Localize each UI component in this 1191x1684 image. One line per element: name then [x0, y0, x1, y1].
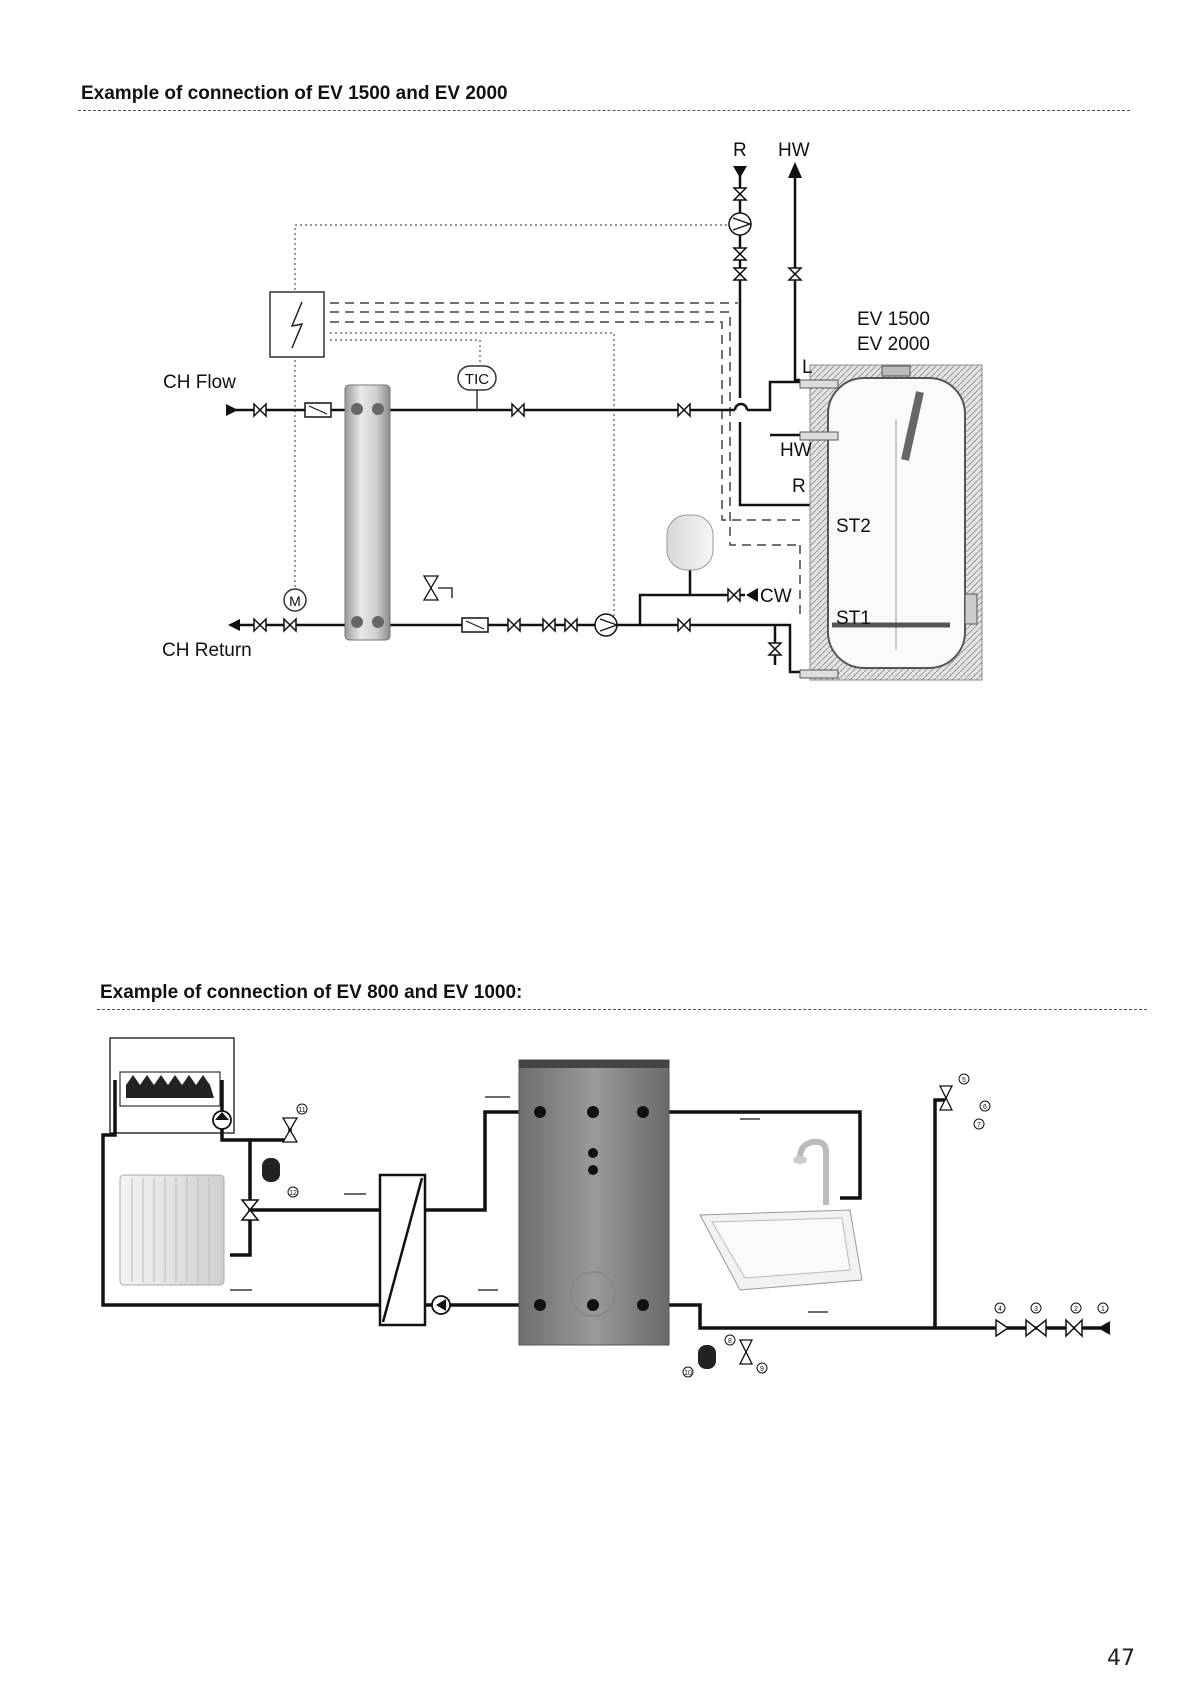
plate-heat-exchanger	[344, 384, 391, 641]
safety-valves	[281, 1085, 954, 1365]
svg-text:1: 1	[1101, 1306, 1105, 1313]
tank-model-1-label: EV 1500	[857, 309, 930, 330]
st1-label: ST1	[836, 608, 871, 629]
cw-label: CW	[760, 586, 792, 607]
expansion-vessel	[666, 514, 714, 571]
hw-side-label: HW	[780, 440, 812, 461]
svg-text:8: 8	[728, 1338, 732, 1345]
primary-pump-icon	[594, 613, 619, 637]
hw-top-label: HW	[778, 140, 810, 161]
svg-text:10: 10	[684, 1370, 692, 1377]
bathtub-tap	[699, 1138, 863, 1291]
storage-tank-ev800	[518, 1059, 670, 1346]
page-number: 47	[1107, 1646, 1135, 1671]
flow-arrows	[230, 1096, 828, 1313]
three-way-valve-icon	[240, 1199, 260, 1221]
r-top-label: R	[733, 140, 747, 161]
cold-water-arrow-icon	[746, 588, 758, 602]
section1-title: Example of connection of EV 1500 and EV …	[81, 83, 508, 104]
ch-flow-label: CH Flow	[163, 372, 236, 393]
valves	[253, 187, 803, 656]
diagram-ev1500-ev2000: TIC M R HW EV 1500 EV 2000 CH Flow CH Re…	[162, 140, 983, 681]
section2-divider	[97, 1009, 1147, 1010]
motor-valve-icon	[283, 588, 307, 612]
control-wiring	[294, 224, 740, 620]
hot-water-arrow-icon	[788, 162, 802, 178]
boiler	[109, 1037, 235, 1134]
component-numbers: 1 2 3 4 5 6 7 8 9 10 11 12	[287, 1073, 1109, 1378]
svg-text:6: 6	[983, 1104, 987, 1111]
sensor-wiring	[330, 302, 801, 615]
svg-text:4: 4	[998, 1306, 1002, 1313]
section2-title: Example of connection of EV 800 and EV 1…	[100, 982, 523, 1003]
svg-text:2: 2	[1074, 1306, 1078, 1313]
heating-pipes	[101, 1080, 1110, 1330]
tic-label: TIC	[465, 371, 489, 388]
svg-text:5: 5	[962, 1077, 966, 1084]
ch-flow-arrow-icon	[226, 404, 238, 416]
safety-valve-icon	[422, 575, 453, 601]
section1-divider	[78, 110, 1130, 111]
tank-model-2-label: EV 2000	[857, 334, 930, 355]
svg-text:7: 7	[977, 1122, 981, 1129]
inlet-arrow-icon	[1098, 1321, 1110, 1335]
svg-text:11: 11	[298, 1107, 305, 1114]
ch-return-label: CH Return	[162, 640, 252, 661]
ch-return-arrow-icon	[228, 619, 240, 631]
st2-label: ST2	[836, 516, 871, 537]
pipe-crossover	[733, 402, 749, 411]
r-side-label: R	[792, 476, 806, 497]
radiator	[119, 1174, 225, 1286]
heating-expansion-vessel	[262, 1158, 280, 1182]
svg-text:12: 12	[289, 1190, 297, 1197]
circulation-pump-icon	[728, 212, 752, 236]
diagram-ev800-ev1000: 1 2 3 4 5 6 7 8 9 10 11 12	[101, 1037, 1110, 1378]
svg-text:9: 9	[760, 1366, 764, 1373]
inlet-valves	[995, 1318, 1083, 1338]
cold-water-expansion-vessel	[698, 1345, 716, 1369]
storage-tank-ev1500	[799, 364, 983, 681]
lightning-icon	[290, 301, 304, 349]
l-label: L	[802, 357, 813, 378]
motor-label: M	[289, 593, 301, 609]
svg-text:3: 3	[1034, 1306, 1038, 1313]
return-arrow-icon	[733, 166, 747, 178]
